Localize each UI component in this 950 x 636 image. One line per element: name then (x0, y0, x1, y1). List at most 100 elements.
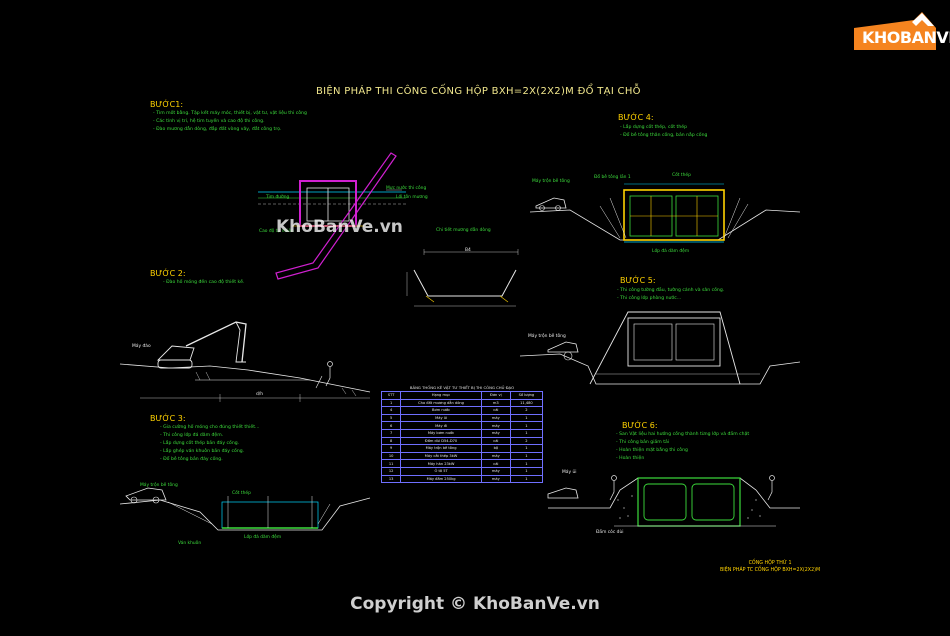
step6-backfill (547, 475, 800, 527)
step4-note: - Đổ bê tông thân cống, bản nắp cống (620, 133, 708, 138)
table-cell: cái (480, 406, 511, 415)
label-may-tron-3: Máy trộn bê tông (140, 483, 178, 488)
step1-note: - Các tính vị trí, hệ tim tuyến và cao đ… (153, 119, 265, 124)
table-cell: máy (480, 421, 511, 430)
label-van-khuon: Ván khuôn (178, 541, 202, 546)
table-cell: Máy bơm nước (400, 428, 482, 438)
step3-note: - Đổ bê tông bản đáy cống. (160, 457, 223, 462)
table-cell: Máy đầm 250kg (400, 474, 482, 484)
step4-notes: - Lắp dựng cốt thép, cốt thép - Đổ bê tô… (620, 124, 707, 140)
col-header: Đơn vị (480, 391, 511, 400)
step3-formwork (119, 487, 371, 531)
step5-note: - Thi công lớp phòng nước... (617, 296, 682, 301)
step5-culvert (519, 311, 801, 385)
table-cell: 1 (509, 474, 544, 484)
step1-notes: - Tìm mốt bằng. Tập kết máy móc, thiết b… (153, 110, 307, 134)
table-cell: 1 (509, 413, 544, 423)
table-cell: 1 (380, 398, 402, 408)
table-cell: 11 (380, 459, 402, 468)
table-cell: cái (480, 459, 511, 468)
label-do-be-tong: Đổ bê tông lần 1 (594, 175, 631, 180)
step1-label: BƯỚC1: (150, 100, 184, 109)
step3-note: - Thi công lớp đá dăm đệm. (160, 433, 224, 438)
step3-note: - Lắp ghép ván khuôn bản đáy cống. (160, 449, 245, 454)
ditch-detail (406, 249, 519, 307)
step3-note: - Lắp dựng cốt thép bản đáy cống. (160, 441, 240, 446)
khobanve-logo: KHOBANVE (852, 10, 950, 54)
table-cell: máy (480, 413, 511, 423)
house-logo-icon (854, 12, 936, 50)
table-cell: 2 (509, 406, 544, 415)
table-cell: Máy ủi (400, 413, 482, 423)
ditch-detail-title: Chi tiết mương dẫn dòng (436, 228, 491, 233)
step6-notes: - San Vật liệu hai hướng cống thành từng… (616, 431, 749, 463)
col-header: Số lượng (509, 391, 544, 400)
table-cell: máy (480, 428, 511, 438)
col-header: Hạng mục (400, 391, 482, 400)
step6-note: - Hoàn thiện (616, 456, 645, 461)
table-cell: 2 (509, 436, 544, 446)
table-cell: 9 (380, 444, 402, 453)
table-cell: 5 (380, 413, 402, 423)
step2-excavation (119, 321, 371, 402)
step5-notes: - Thi công tường đầu, tường cánh và sân … (617, 287, 724, 303)
drawing-title: BIỆN PHÁP THI CÔNG CỐNG HỘP BXH=2X(2X2)M… (316, 86, 641, 97)
table-cell: 1 (509, 451, 544, 461)
label-lop-da-dam-4: Lớp đá dăm đệm (652, 249, 690, 254)
sheet-title-line: CỐNG HỘP THỨ 1 (748, 561, 792, 566)
step6-label: BƯỚC 6: (622, 421, 658, 430)
table-cell: Cho đất mương dẫn dòng (400, 398, 482, 408)
label-may-tron-5: Máy trộn bê tông (528, 334, 566, 339)
table-cell: 1 (509, 466, 544, 476)
step3-label: BƯỚC 3: (150, 414, 186, 423)
table-cell: Máy đi (400, 421, 482, 430)
table-cell: 1 (509, 459, 544, 468)
table-cell: Máy trộn bê tông (400, 444, 482, 453)
table-cell: Đầm dùi D54-D70 (400, 436, 482, 446)
table-caption: BẢNG THỐNG KÊ VẬT TƯ THIẾT BỊ THI CÔNG C… (409, 385, 515, 390)
logo-wordmark: KHOBANVE (862, 28, 950, 47)
watermark: KhoBanVe.vn (276, 217, 403, 237)
table-cell: 4 (380, 406, 402, 415)
label-loi-ton: Lới tôn mương (396, 195, 428, 200)
table-cell: Máy cắt thép 3kW (400, 451, 482, 461)
copyright-notice: Copyright © KhoBanVe.vn (350, 594, 600, 614)
table-cell: cái (480, 436, 511, 446)
ditch-dimension: B4 (465, 248, 471, 253)
step4-note: - Lắp dựng cốt thép, cốt thép (620, 125, 688, 130)
table-cell: Ô tô 5T (400, 466, 482, 476)
label-tim-duong: Tim đường (266, 195, 290, 200)
materials-table: BẢNG THỐNG KÊ VẬT TƯ THIẾT BỊ THI CÔNG C… (380, 385, 544, 484)
label-may-dao: Máy đào (132, 344, 151, 349)
label-may-tron-4: Máy trộn bê tông (532, 179, 570, 184)
table-cell: máy (480, 474, 511, 484)
table-cell: 7 (380, 428, 402, 438)
step2-notes: - Đào hố móng đến cao độ thiết kế. (163, 279, 244, 287)
step1-note: - Đào mương dẫn dòng, đắp đất vòng vây, … (153, 127, 282, 132)
step1-note: - Tìm mốt bằng. Tập kết máy móc, thiết b… (153, 111, 307, 116)
table-cell: 1 (509, 421, 544, 430)
table-header-row: STT Hạng mục Đơn vị Số lượng (380, 391, 544, 400)
label-cot-thep-top: Cốt thép (672, 173, 691, 178)
table-cell: 6 (380, 421, 402, 430)
step6-note: - Thi công bản giảm tải (616, 440, 670, 445)
table-cell: 11,480 (509, 398, 544, 408)
label-muc-nuoc: Mực nước thi công (386, 186, 427, 191)
table-cell: bộ (480, 444, 511, 453)
step5-label: BƯỚC 5: (620, 276, 656, 285)
step4-twin-box (529, 183, 801, 243)
step5-note: - Thi công tường đầu, tường cánh và sân … (617, 288, 725, 293)
table-cell: Máy hàn 23kW (400, 459, 482, 468)
step6-note: - Hoàn thiện mặt bằng thi công (616, 448, 688, 453)
table-cell: máy (480, 466, 511, 476)
